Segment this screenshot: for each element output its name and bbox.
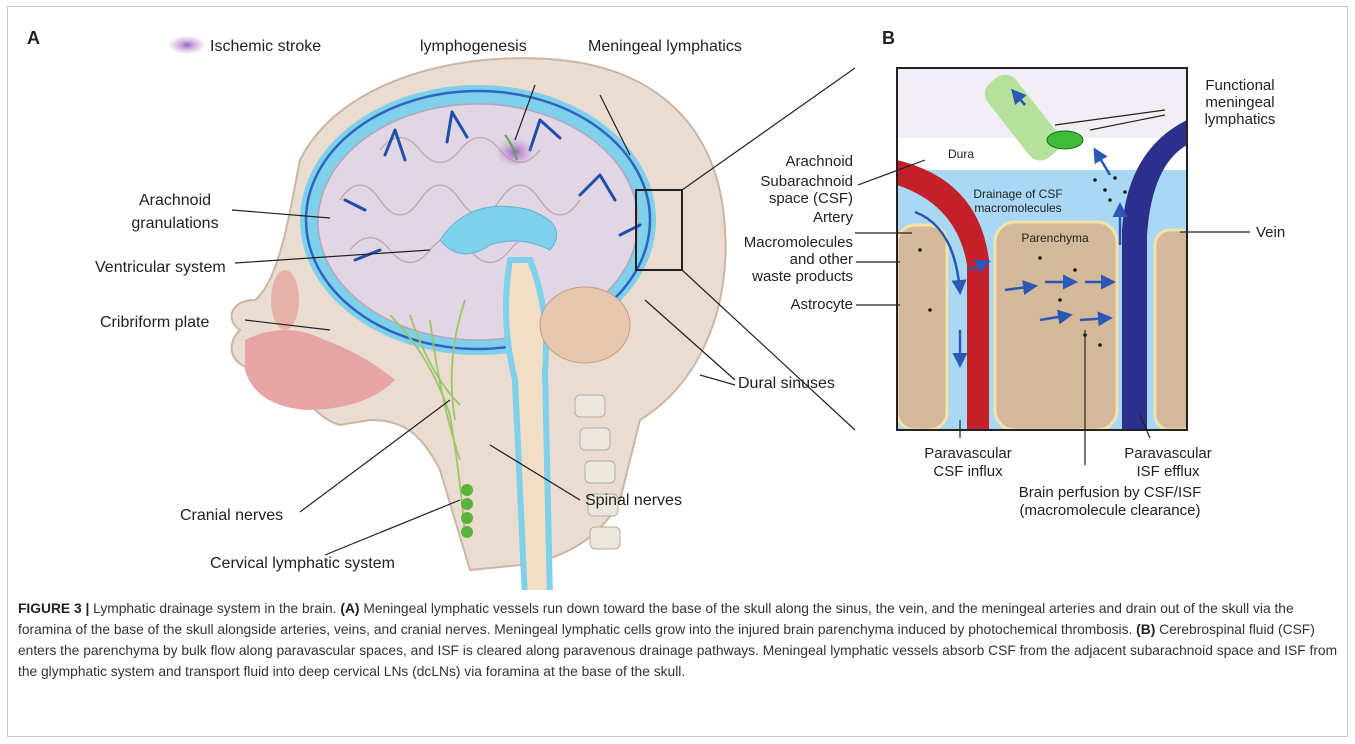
figure-caption: FIGURE 3 | Lymphatic drainage system in … <box>18 598 1340 682</box>
functional-lymphatic <box>1047 131 1083 149</box>
influx-label-2: CSF influx <box>933 463 1003 480</box>
influx-label-1: Paravascular <box>924 445 1012 462</box>
dura-label: Dura <box>948 147 974 161</box>
panel-b-letter: B <box>882 28 895 48</box>
cranial-nerves-label: Cranial nerves <box>180 507 283 524</box>
ischemic-stroke-legend-icon <box>169 36 205 54</box>
cribriform-plate-label: Cribriform plate <box>100 314 209 331</box>
astrocyte-label: Astrocyte <box>790 296 853 313</box>
macromolecules-label-1: Macromolecules <box>744 234 853 251</box>
figure-illustration: A Ischemic stroke lymphogenesis Meningea… <box>0 0 1355 590</box>
zoom-line-bottom <box>682 270 855 430</box>
astrocyte-right <box>1155 230 1195 430</box>
lymphogenesis-label: lymphogenesis <box>420 38 527 55</box>
functional-label-3: lymphatics <box>1205 111 1276 128</box>
vein-label: Vein <box>1256 224 1285 241</box>
macromolecules-label-2: and other <box>790 251 853 268</box>
caption-b-marker: (B) <box>1136 622 1155 637</box>
panel-b: B <box>744 28 1285 519</box>
panel-a: A Ischemic stroke lymphogenesis Meningea… <box>27 28 855 590</box>
spinal-nerves-label: Spinal nerves <box>585 492 682 509</box>
subarachnoid-label-2: space (CSF) <box>769 190 853 207</box>
panel-a-letter: A <box>27 28 40 48</box>
cervical-lymphatic-label: Cervical lymphatic system <box>210 555 395 572</box>
arachnoid-b-label: Arachnoid <box>785 153 853 170</box>
cerebellum <box>540 287 630 363</box>
efflux-label-2: ISF efflux <box>1136 463 1200 480</box>
efflux-label-1: Paravascular <box>1124 445 1212 462</box>
subarachnoid-label-1: Subarachnoid <box>760 173 853 190</box>
astrocyte-left <box>897 225 947 430</box>
parenchyma-block <box>995 222 1117 430</box>
perfusion-label-2: (macromolecule clearance) <box>1020 502 1201 519</box>
ischemic-stroke-label: Ischemic stroke <box>210 38 321 55</box>
ventricular-system-label: Ventricular system <box>95 259 226 276</box>
perfusion-label-1: Brain perfusion by CSF/ISF <box>1019 484 1202 501</box>
figure-label: FIGURE 3 | <box>18 601 89 616</box>
drainage-label-2: macromolecules <box>974 201 1061 215</box>
granulations-label: granulations <box>131 215 218 232</box>
functional-label-2: meningeal <box>1205 94 1274 111</box>
caption-a-marker: (A) <box>340 601 359 616</box>
functional-label-1: Functional <box>1205 77 1274 94</box>
arachnoid-label: Arachnoid <box>139 192 211 209</box>
artery-label: Artery <box>813 209 854 226</box>
dural-sinuses-label: Dural sinuses <box>738 375 835 392</box>
meningeal-lymphatics-label: Meningeal lymphatics <box>588 38 742 55</box>
parenchyma-label: Parenchyma <box>1021 231 1089 245</box>
ear <box>271 270 299 330</box>
caption-title: Lymphatic drainage system in the brain. <box>89 601 340 616</box>
drainage-label-1: Drainage of CSF <box>973 187 1062 201</box>
zoom-line-top <box>682 68 855 190</box>
macromolecules-label-3: waste products <box>751 268 853 285</box>
